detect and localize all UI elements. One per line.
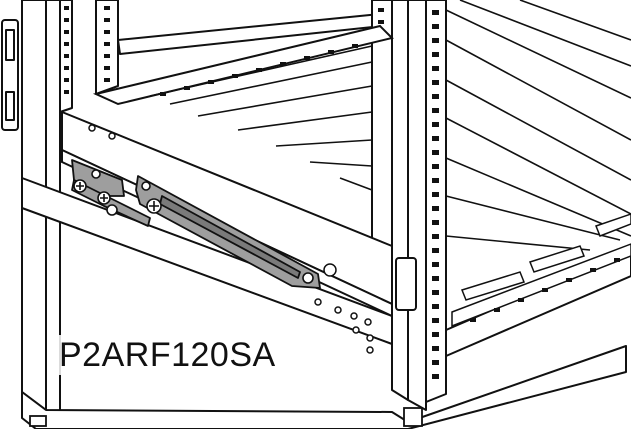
screw-icon <box>73 179 87 193</box>
screw-icon <box>91 169 101 179</box>
screw-icon <box>146 198 162 214</box>
accessory-bracket-arm <box>71 179 151 227</box>
screws <box>73 169 314 284</box>
rail-mounting-holes <box>88 124 374 354</box>
left-hinge-pin-top <box>5 29 15 61</box>
right-front-post <box>391 0 409 401</box>
screw-icon <box>302 272 314 284</box>
right-perforated-upright <box>425 0 447 403</box>
bottom-base-plinth <box>21 345 627 429</box>
upright-perforations <box>64 6 620 379</box>
left-second-upright <box>95 0 119 95</box>
right-interior-slats <box>445 0 631 251</box>
left-hinge-pin-bottom <box>5 91 15 121</box>
screw-icon <box>141 181 151 191</box>
part-number-label: P2ARF120SA <box>55 335 280 375</box>
right-hinge <box>395 257 417 311</box>
screw-icon <box>97 191 111 205</box>
right-bottom-slot-rail <box>451 213 631 328</box>
left-foot <box>29 415 47 427</box>
front-foot <box>403 407 423 427</box>
screw-icon <box>106 204 118 216</box>
right-post-outer <box>407 0 427 411</box>
accessory-bar-slot <box>159 195 301 279</box>
base-feet <box>29 407 423 427</box>
